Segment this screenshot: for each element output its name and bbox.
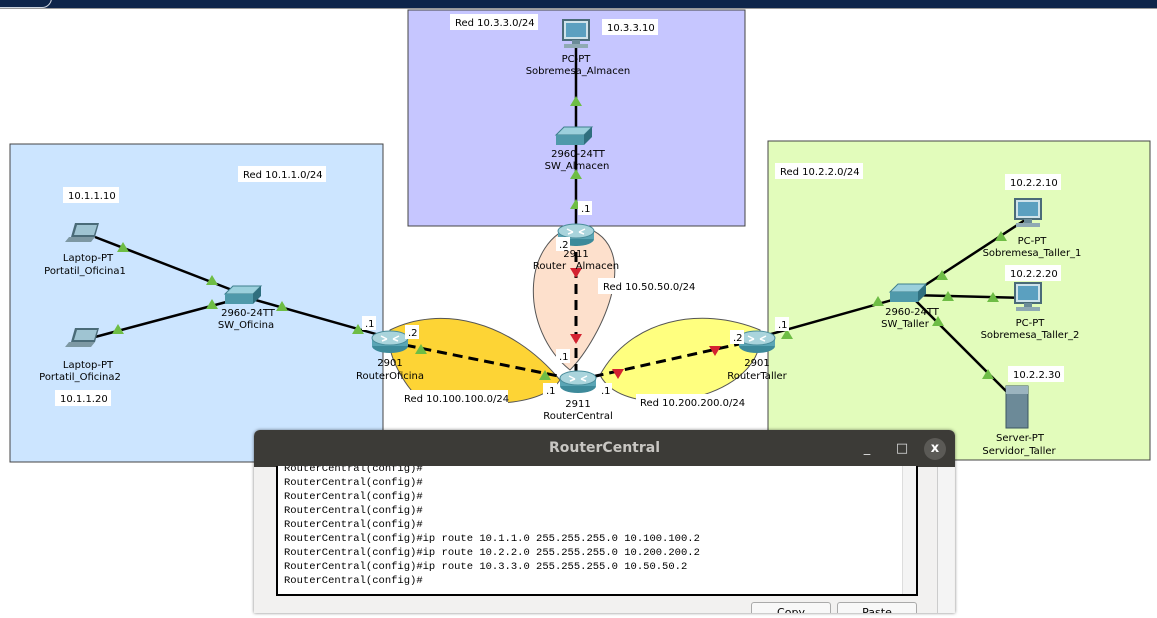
cli-line: RouterCentral(config)#	[284, 466, 423, 475]
cli-line: RouterCentral(config)#ip route 10.2.2.0 …	[284, 547, 700, 559]
if-label: .1	[546, 386, 556, 397]
switch-icon[interactable]	[224, 285, 262, 305]
device-name: RouterOficina	[356, 371, 424, 382]
device-model: PC-PT	[1016, 318, 1046, 329]
minimize-button[interactable]: _	[863, 441, 871, 456]
if-label: .2	[408, 328, 418, 339]
device-name: Portatil_Oficina1	[44, 266, 126, 277]
window-scrollbar[interactable]	[937, 467, 954, 613]
ip-label: 10.1.1.20	[60, 394, 108, 405]
net-label-almacen: Red 10.3.3.0/24	[455, 18, 535, 29]
device-model: 2911	[565, 399, 590, 410]
net-label-taller: Red 10.2.2.0/24	[780, 167, 860, 178]
cli-line: RouterCentral(config)#	[284, 519, 423, 531]
top-menu-bar	[0, 0, 1157, 9]
cli-line: RouterCentral(config)#	[284, 477, 423, 489]
if-label: .1	[559, 352, 569, 363]
cli-line: RouterCentral(config)#	[284, 505, 423, 517]
copy-button[interactable]: Copy	[751, 602, 831, 613]
net-label-link-almacen: Red 10.50.50.0/24	[603, 282, 695, 293]
net-label-link-oficina: Red 10.100.100.0/24	[404, 394, 509, 405]
cli-line: RouterCentral(config)#ip route 10.3.3.0 …	[284, 561, 688, 573]
device-name: Servidor_Taller	[982, 446, 1056, 457]
ip-label: 10.3.3.10	[607, 23, 655, 34]
device-name: Portatil_Oficina2	[39, 372, 121, 383]
device-model: 2960-24TT	[221, 308, 276, 319]
device-model: Laptop-PT	[63, 360, 114, 371]
ip-label: 10.2.2.10	[1010, 178, 1058, 189]
device-name: SW_Taller	[881, 319, 930, 330]
window-titlebar[interactable]: RouterCentral _ □ x	[254, 430, 955, 467]
ip-label: 10.2.2.20	[1010, 269, 1058, 280]
close-button[interactable]: x	[924, 438, 946, 460]
device-name: Sobremesa_Taller_1	[983, 248, 1082, 259]
device-name: Sobremesa_Almacen	[526, 66, 631, 77]
device-model: PC-PT	[1018, 236, 1048, 247]
cli-line: RouterCentral(config)#	[284, 575, 423, 587]
device-model: 2901	[377, 358, 402, 369]
device-model: Laptop-PT	[63, 253, 114, 264]
device-model: 2911	[563, 249, 588, 260]
router-icon[interactable]	[559, 370, 597, 394]
window-title: RouterCentral	[548, 440, 661, 456]
device-model: 2901	[744, 358, 769, 369]
device-name: Router Almacen	[533, 261, 619, 272]
ip-label: 10.2.2.30	[1013, 370, 1061, 381]
router-icon[interactable]	[738, 330, 776, 354]
paste-button[interactable]: Paste	[837, 602, 917, 613]
if-label: .1	[601, 386, 611, 397]
cli-terminal[interactable]: RouterCentral(config)# RouterCentral(conf…	[276, 466, 918, 596]
device-name: RouterTaller	[727, 371, 787, 382]
net-label-link-taller: Red 10.200.200.0/24	[640, 398, 745, 409]
cli-line: RouterCentral(config)#	[284, 491, 423, 503]
device-model: 2960-24TT	[551, 149, 606, 160]
switch-icon[interactable]	[555, 126, 593, 146]
device-name: SW_Almacen	[545, 161, 610, 172]
device-model: Server-PT	[996, 433, 1045, 444]
if-label: .1	[778, 320, 788, 331]
area-taller	[767, 140, 1151, 461]
terminal-scrollbar[interactable]	[902, 466, 916, 594]
device-model: 2960-24TT	[885, 307, 940, 318]
area-link-oficina	[388, 318, 561, 405]
device-name: SW_Oficina	[218, 320, 274, 331]
device-name: RouterCentral	[543, 411, 613, 422]
net-label-oficina: Red 10.1.1.0/24	[243, 170, 323, 181]
device-name: Sobremesa_Taller_2	[981, 330, 1080, 341]
if-label: .2	[559, 240, 569, 251]
switch-icon[interactable]	[889, 283, 927, 303]
if-label: .2	[733, 333, 743, 344]
maximize-button[interactable]: □	[895, 441, 909, 456]
router-cli-window[interactable]: RouterCentral _ □ x RouterCentral(config…	[254, 430, 955, 613]
cli-output: RouterCentral(config)# RouterCentral(conf…	[278, 466, 916, 588]
serial-links	[389, 236, 758, 382]
if-label: .1	[365, 319, 375, 330]
ip-label: 10.1.1.10	[68, 191, 116, 202]
cli-line: RouterCentral(config)#ip route 10.1.1.0 …	[284, 533, 700, 545]
server-icon[interactable]	[1005, 385, 1029, 429]
if-label: .1	[581, 204, 591, 215]
device-model: PC-PT	[562, 54, 592, 65]
area-link-almacen	[532, 224, 616, 371]
router-icon[interactable]	[371, 330, 409, 354]
